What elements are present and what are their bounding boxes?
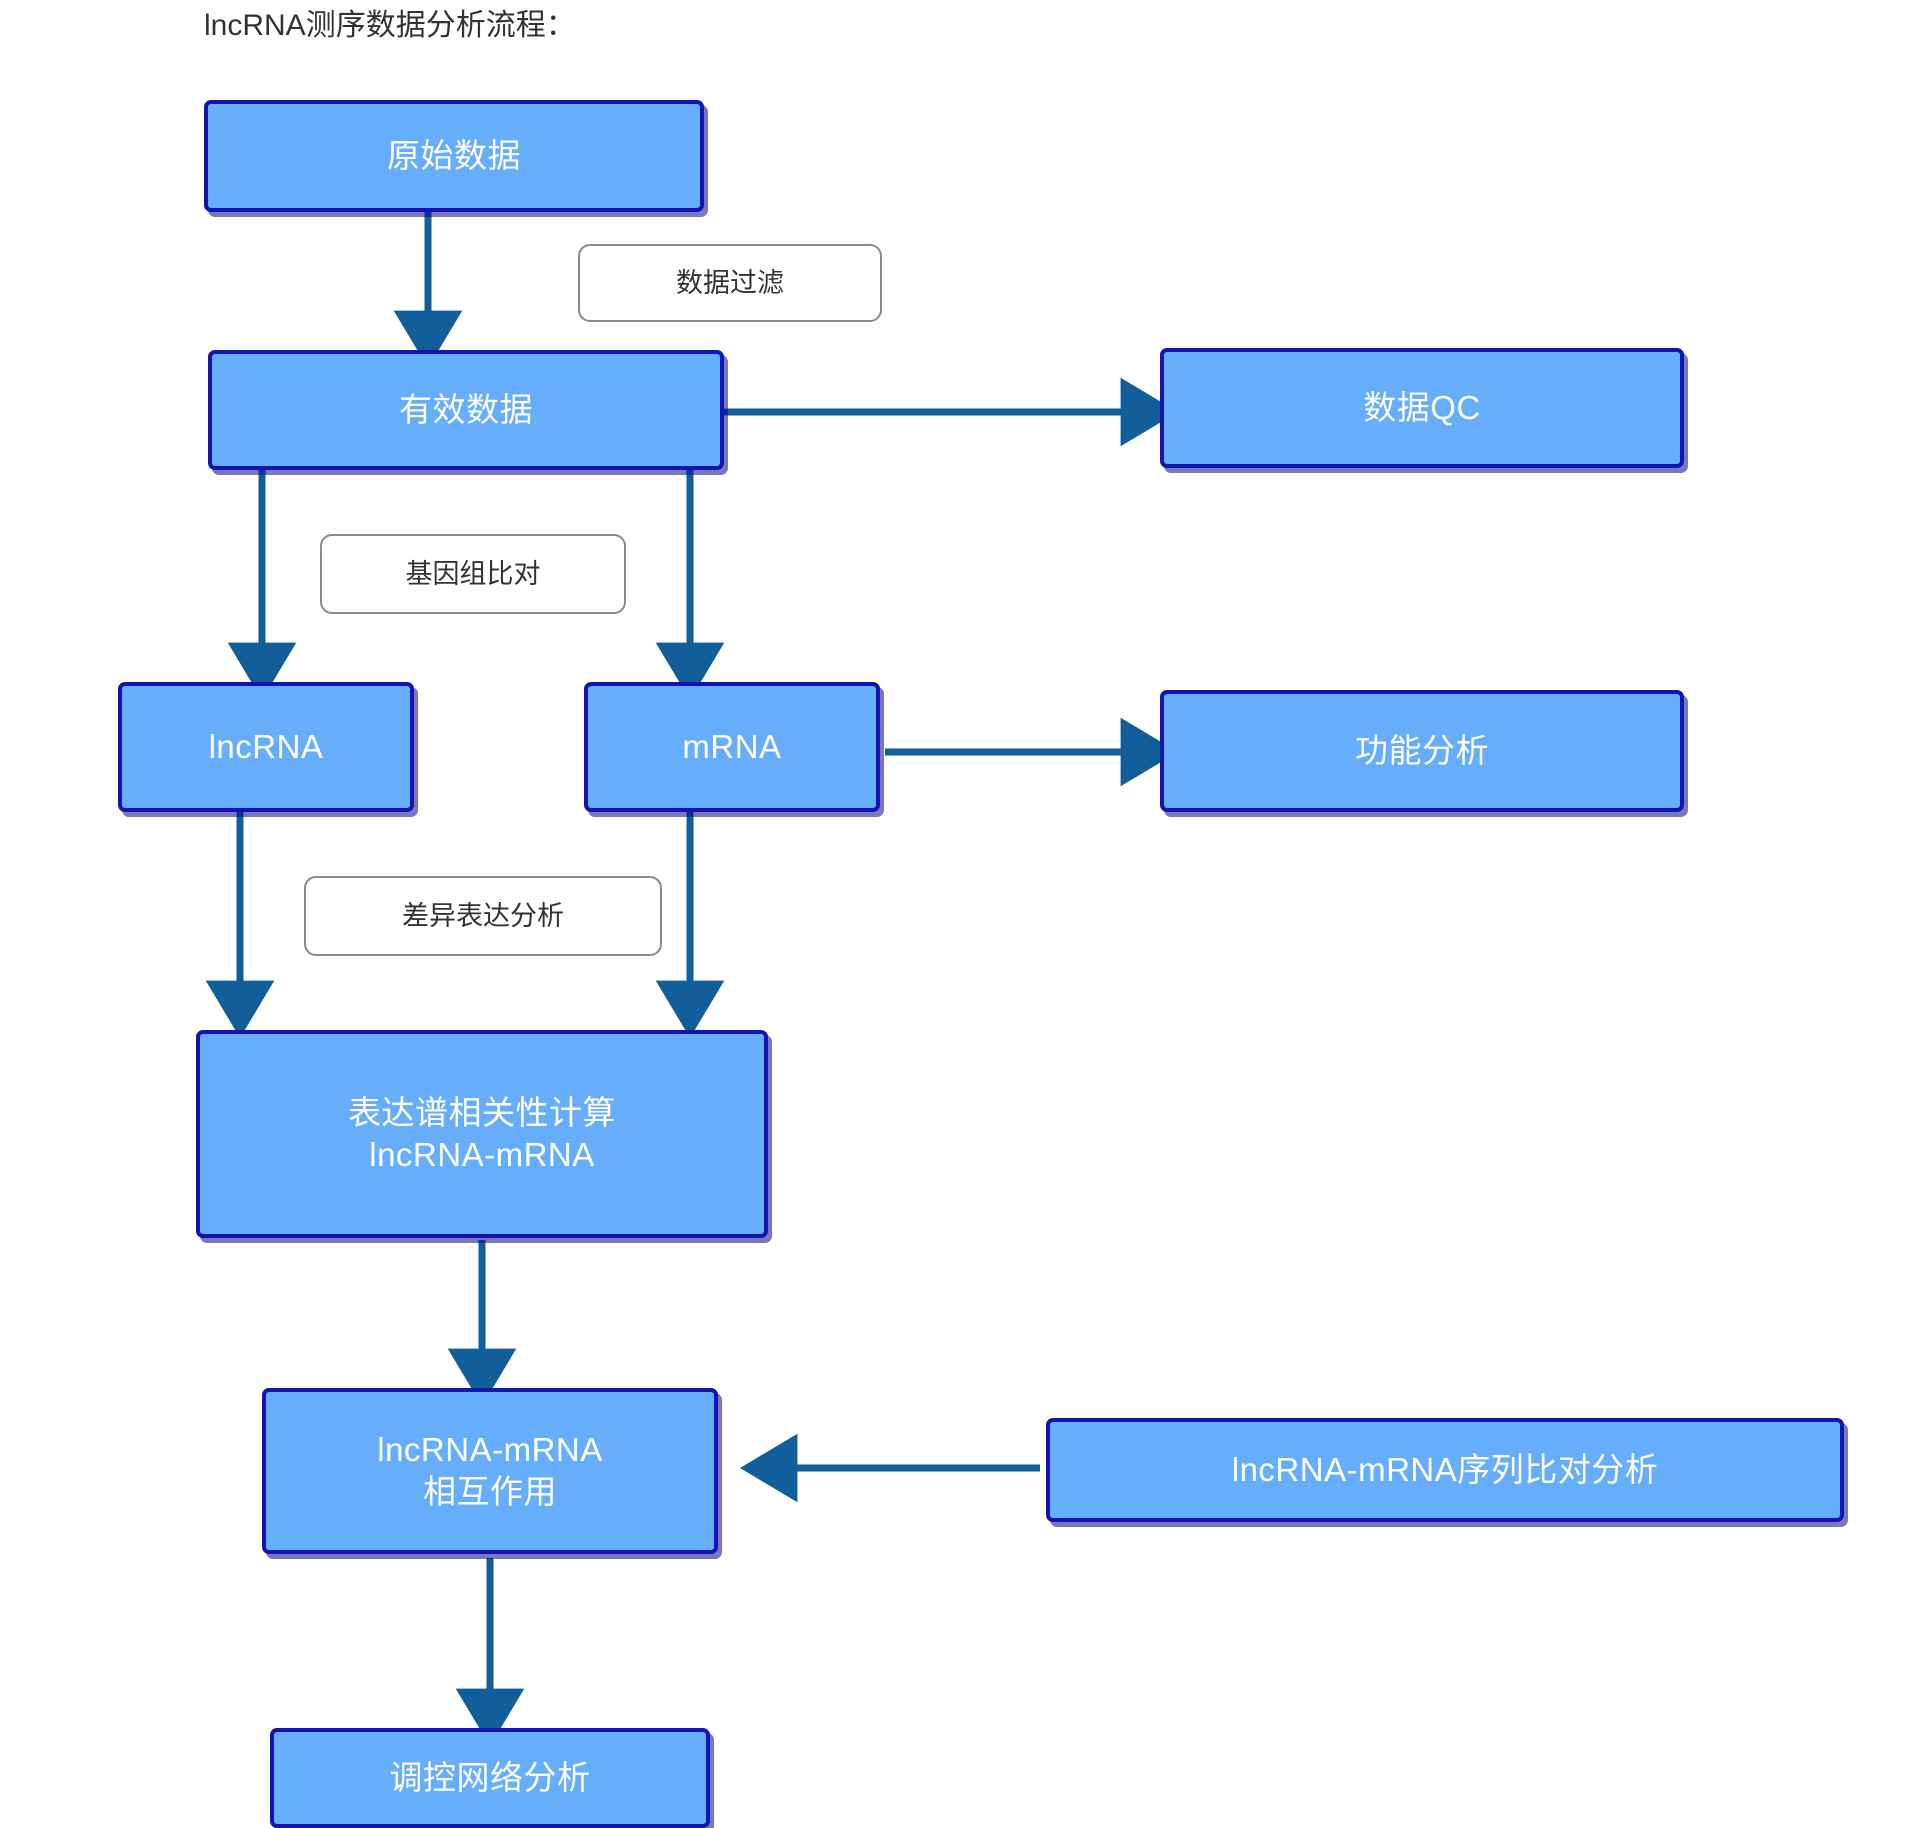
edge-label-text: 基因组比对	[405, 559, 541, 589]
node-label: lncRNA-mRNA序列比对分析	[1231, 1451, 1659, 1488]
node-label-line2: 相互作用	[423, 1473, 557, 1510]
node-raw-data[interactable]: 原始数据	[204, 100, 704, 212]
edge-label-text: 数据过滤	[676, 268, 784, 298]
node-lncrna-mrna-interaction[interactable]: lncRNA-mRNA 相互作用	[262, 1388, 718, 1554]
node-lncrna[interactable]: lncRNA	[118, 682, 414, 812]
edge-label-data-filter: 数据过滤	[578, 244, 882, 322]
node-label: lncRNA	[208, 728, 324, 765]
page-title: lncRNA测序数据分析流程：	[204, 9, 576, 42]
node-label: 有效数据	[399, 391, 533, 428]
node-label: 数据QC	[1363, 389, 1481, 426]
node-sequence-alignment[interactable]: lncRNA-mRNA序列比对分析	[1046, 1418, 1844, 1522]
node-label: 功能分析	[1355, 732, 1489, 769]
node-label-line1: lncRNA-mRNA	[377, 1431, 603, 1468]
node-data-qc[interactable]: 数据QC	[1160, 348, 1684, 468]
node-label: mRNA	[682, 728, 782, 765]
node-expression-correlation[interactable]: 表达谱相关性计算 lncRNA-mRNA	[196, 1030, 768, 1238]
node-label-line1: 表达谱相关性计算	[348, 1094, 616, 1131]
node-label: 原始数据	[387, 137, 521, 174]
node-clean-data[interactable]: 有效数据	[208, 350, 724, 470]
node-label-line2: lncRNA-mRNA	[369, 1136, 595, 1173]
node-regulatory-network[interactable]: 调控网络分析	[270, 1728, 710, 1828]
edge-label-text: 差异表达分析	[402, 901, 564, 931]
edge-label-differential-expression: 差异表达分析	[304, 876, 662, 956]
node-function-analysis[interactable]: 功能分析	[1160, 690, 1684, 812]
node-label: 调控网络分析	[389, 1759, 591, 1796]
edge-label-genome-alignment: 基因组比对	[320, 534, 626, 614]
node-mrna[interactable]: mRNA	[584, 682, 880, 812]
